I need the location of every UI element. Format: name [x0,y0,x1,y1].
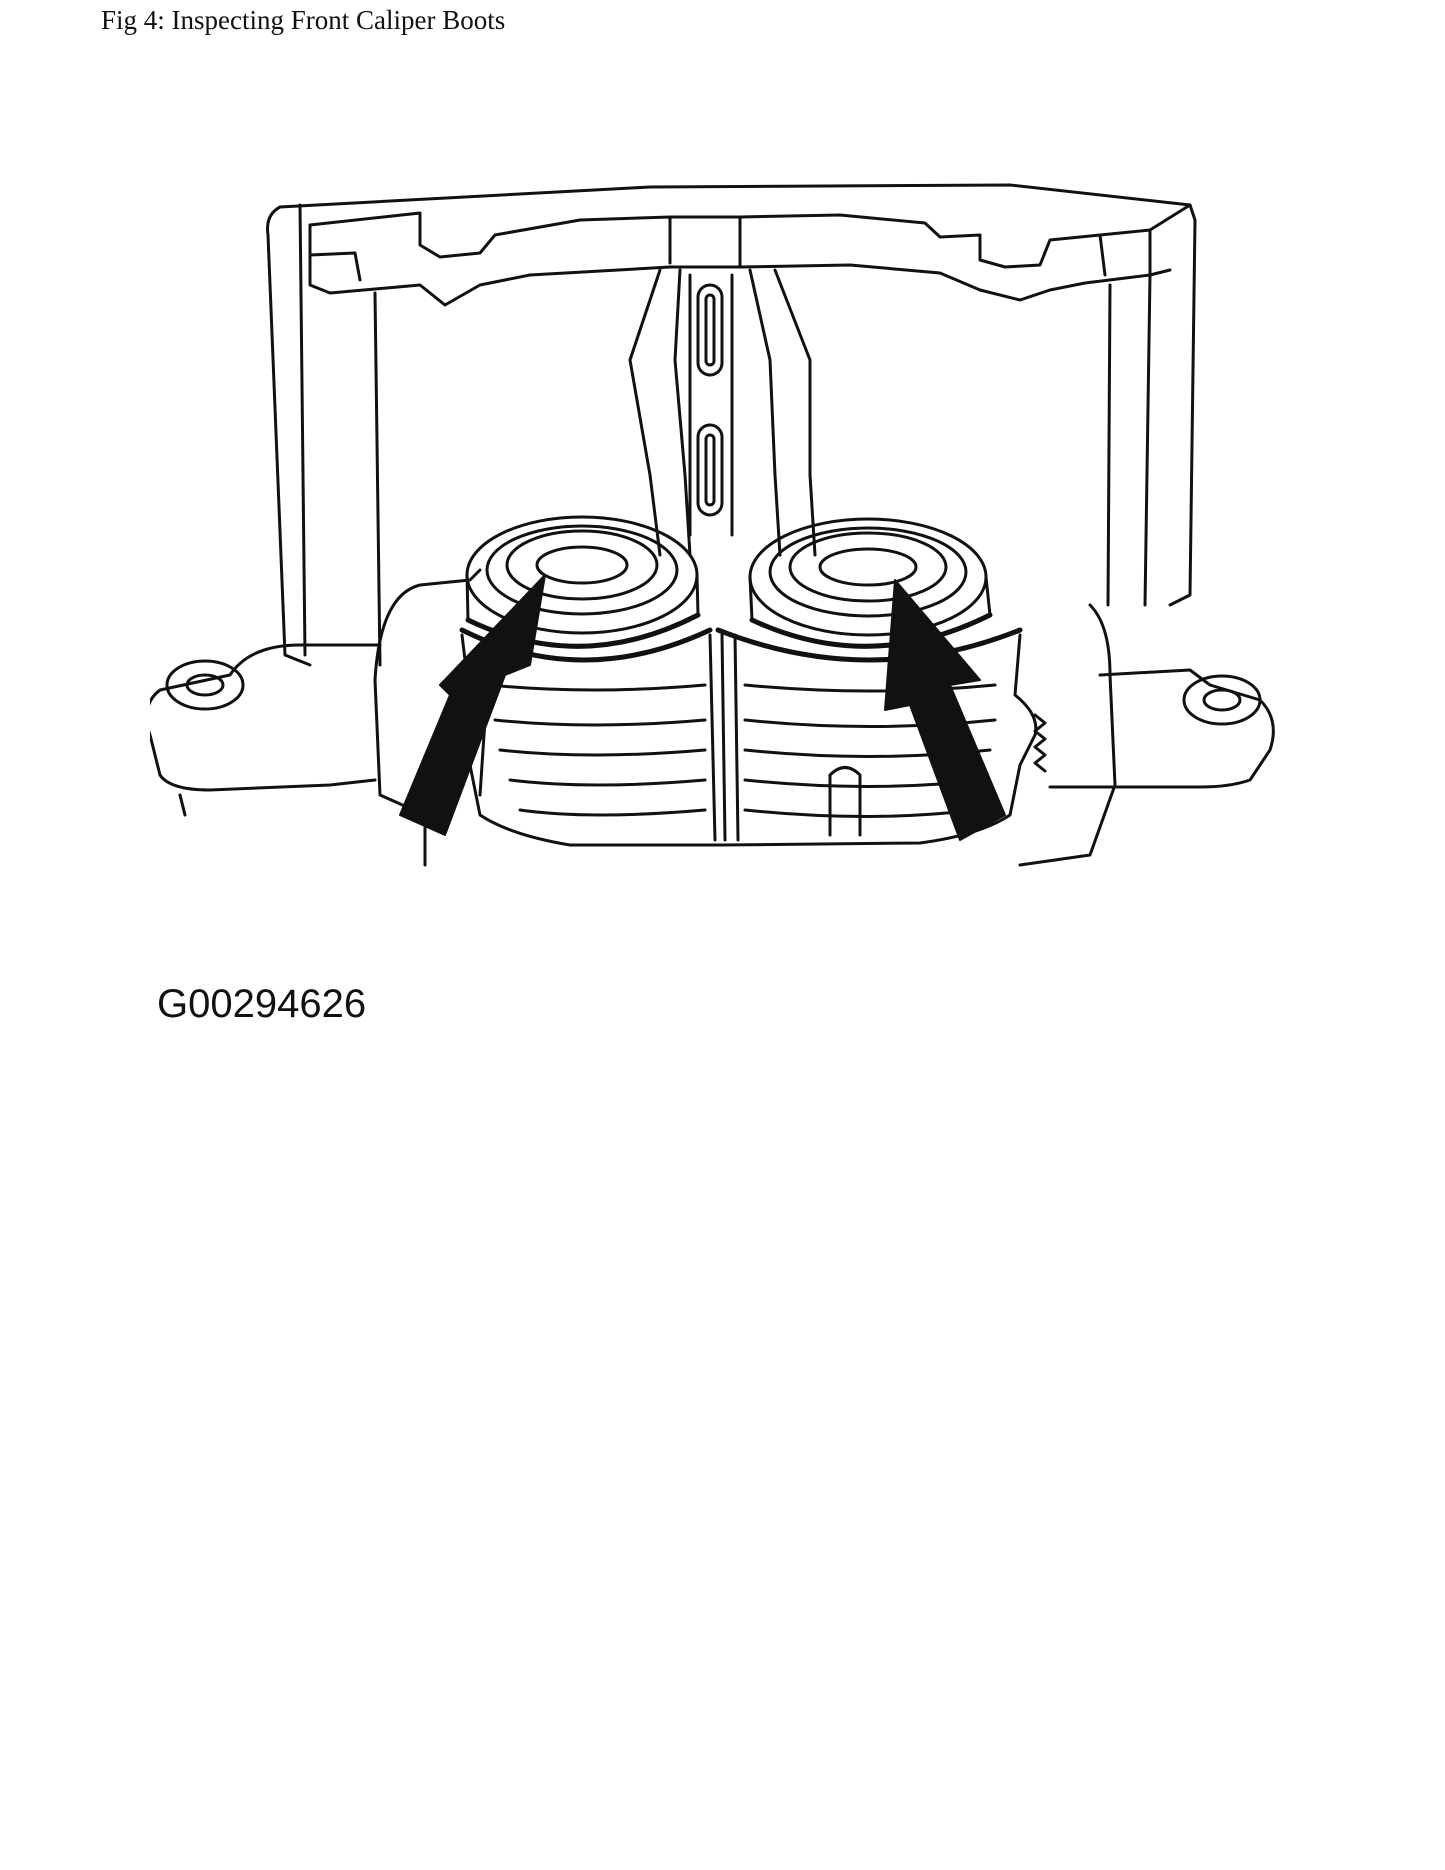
caliper-boots [438,633,1047,847]
right-mounting-ear [1048,668,1275,789]
right-arrow-icon [884,579,1006,841]
left-arrow-icon [399,574,546,836]
figure-caption: Fig 4: Inspecting Front Caliper Boots [101,5,506,35]
left-mounting-ear [150,643,382,817]
caliper-lower-body [373,568,1117,867]
caliper-housing [266,183,1197,667]
figure-id-label: G00294626 [157,982,367,1026]
caliper-illustration [150,175,1300,975]
right-piston [715,517,1023,663]
brake-pad [628,268,817,557]
